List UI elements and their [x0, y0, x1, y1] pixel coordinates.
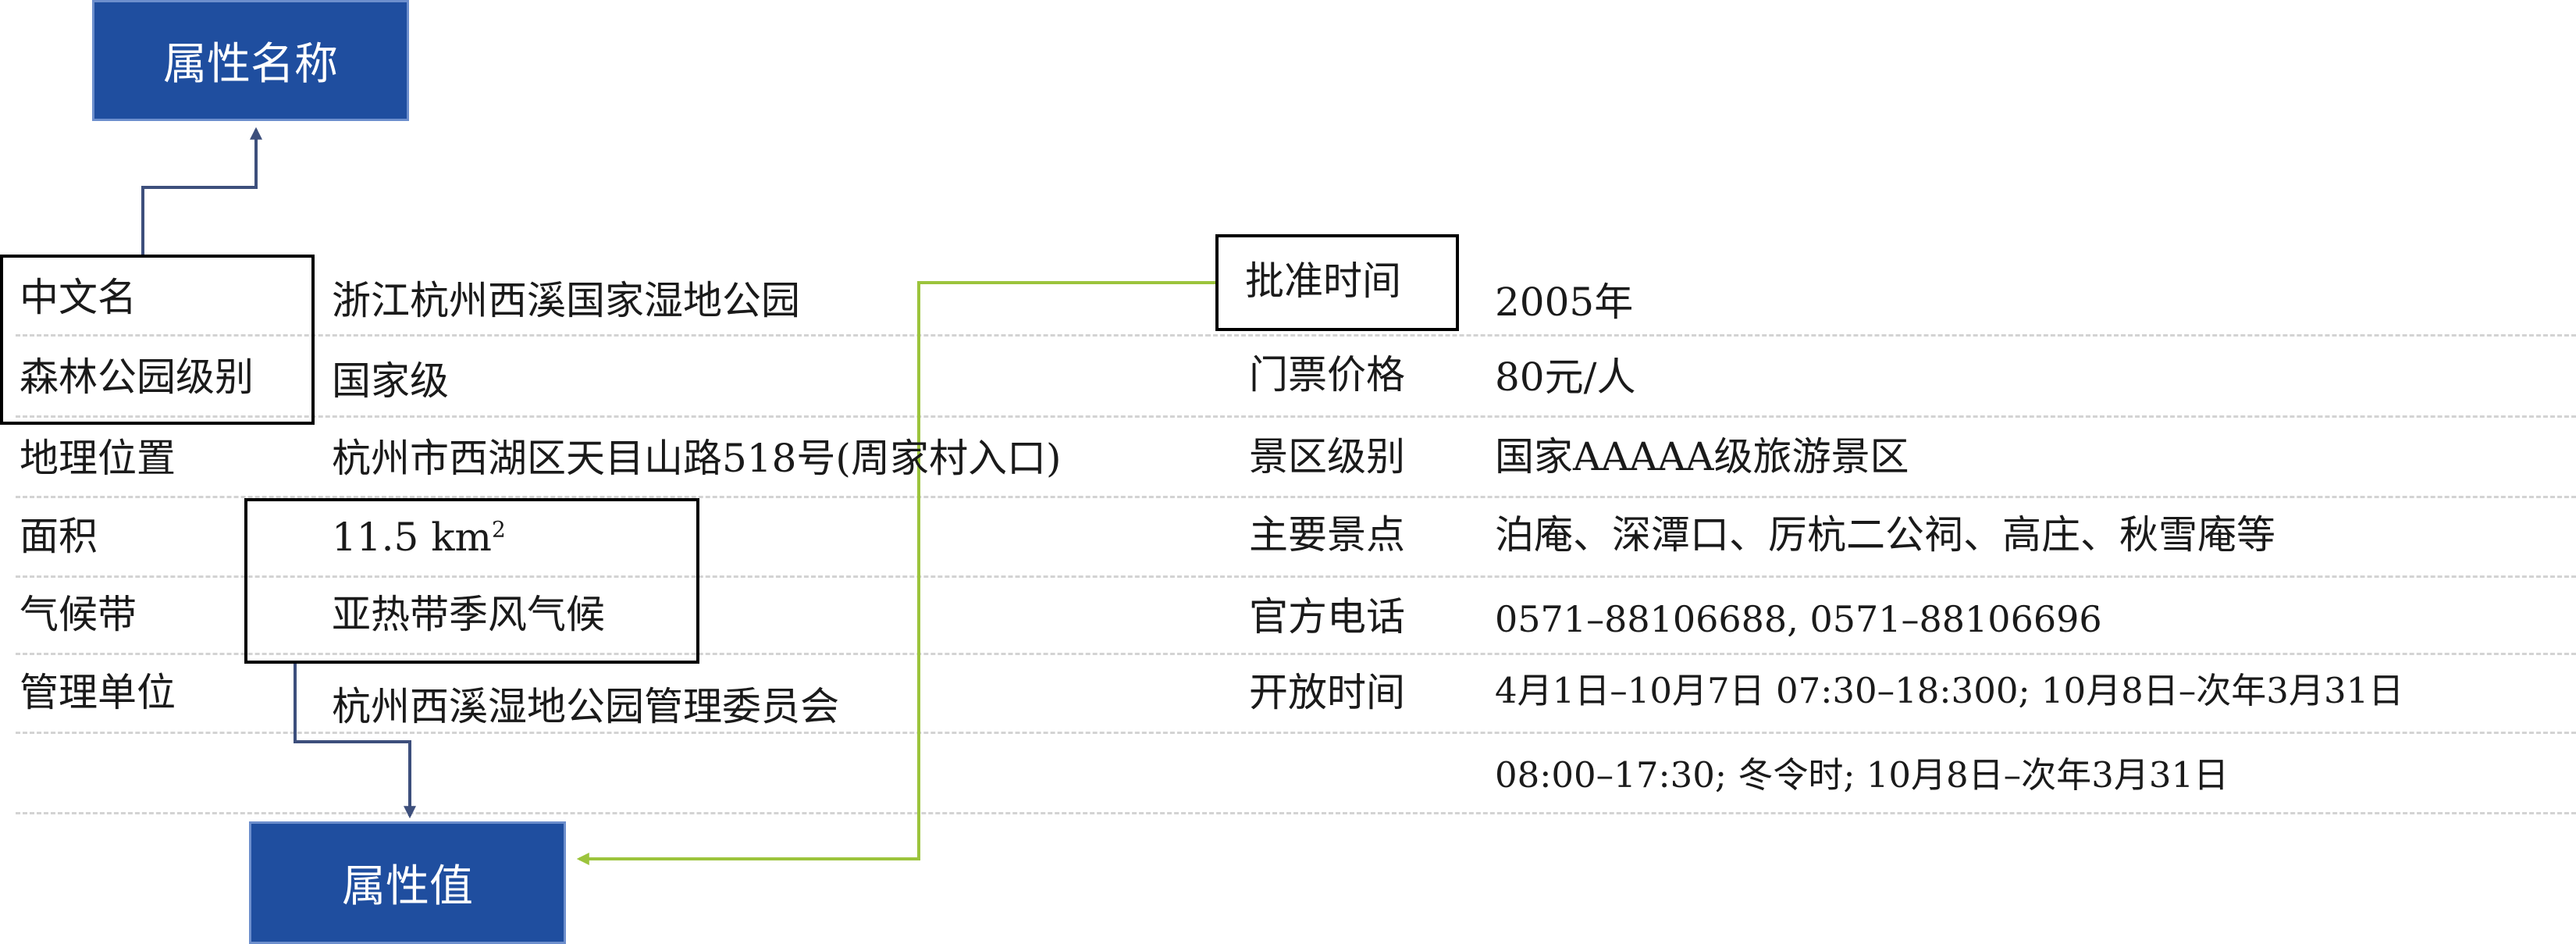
right-row-value: 泊庵、深潭口、厉杭二公祠、高庄、秋雪庵等	[1495, 512, 2275, 557]
row-separator	[16, 653, 1210, 655]
attr-name-frame	[0, 255, 315, 425]
row-separator	[16, 496, 1210, 498]
row-separator	[16, 334, 1210, 337]
row-separator	[1206, 575, 2576, 578]
row-separator	[1206, 496, 2576, 498]
right-row-name: 主要景点	[1249, 512, 1405, 557]
right-row-name: 景区级别	[1249, 434, 1405, 479]
area-unit-superscript: 2	[491, 516, 506, 543]
right-row-name: 官方电话	[1249, 594, 1405, 639]
row-separator	[16, 575, 1210, 578]
arrow-to-attr-name	[141, 126, 262, 255]
left-row-value: 杭州西溪湿地公园管理委员会	[332, 684, 839, 729]
left-row-value: 亚热带季风气候	[332, 592, 605, 637]
right-row-value-line2: 08:00–17:30; 冬令时; 10月8日–次年3月31日	[1495, 754, 2229, 796]
row-separator	[16, 812, 2576, 814]
right-row-value: 2005年	[1495, 280, 1634, 325]
approval-time-frame	[1215, 234, 1459, 331]
left-row-name: 森林公园级别	[20, 354, 254, 400]
arrow-from-approval-box	[576, 281, 1215, 865]
left-row-value: 国家级	[332, 358, 449, 404]
left-row-value-area: 11.5 km2	[332, 518, 506, 557]
area-value: 11.5 km	[332, 515, 492, 560]
right-row-value: 0571–88106688, 0571–88106696	[1495, 598, 2102, 640]
right-row-name: 开放时间	[1249, 670, 1405, 715]
right-row-name: 门票价格	[1249, 352, 1405, 397]
arrow-from-area-box	[294, 664, 416, 819]
row-separator	[1206, 415, 2576, 418]
left-row-value: 浙江杭州西溪国家湿地公园	[332, 278, 800, 323]
attr-name-tag: 属性名称	[92, 0, 409, 121]
left-row-name: 面积	[20, 514, 98, 559]
right-row-name: 批准时间	[1245, 258, 1401, 304]
attr-value-frame	[244, 498, 699, 664]
right-row-value: 国家AAAAA级旅游景区	[1495, 434, 1909, 479]
row-separator	[16, 415, 1210, 418]
row-separator	[1206, 653, 2576, 655]
left-row-name: 管理单位	[20, 670, 176, 715]
left-row-name: 气候带	[20, 592, 137, 637]
right-row-value: 4月1日–10月7日 07:30–18:300; 10月8日–次年3月31日	[1495, 670, 2404, 711]
left-row-name: 中文名	[20, 275, 137, 320]
attr-value-tag: 属性值	[249, 821, 566, 944]
left-row-name: 地理位置	[20, 436, 176, 481]
row-separator	[1206, 732, 2576, 734]
row-separator	[16, 732, 1210, 734]
left-row-value: 杭州市西湖区天目山路518号(周家村入口)	[332, 436, 1062, 481]
right-row-value: 80元/人	[1495, 354, 1636, 400]
row-separator	[1206, 334, 2576, 337]
